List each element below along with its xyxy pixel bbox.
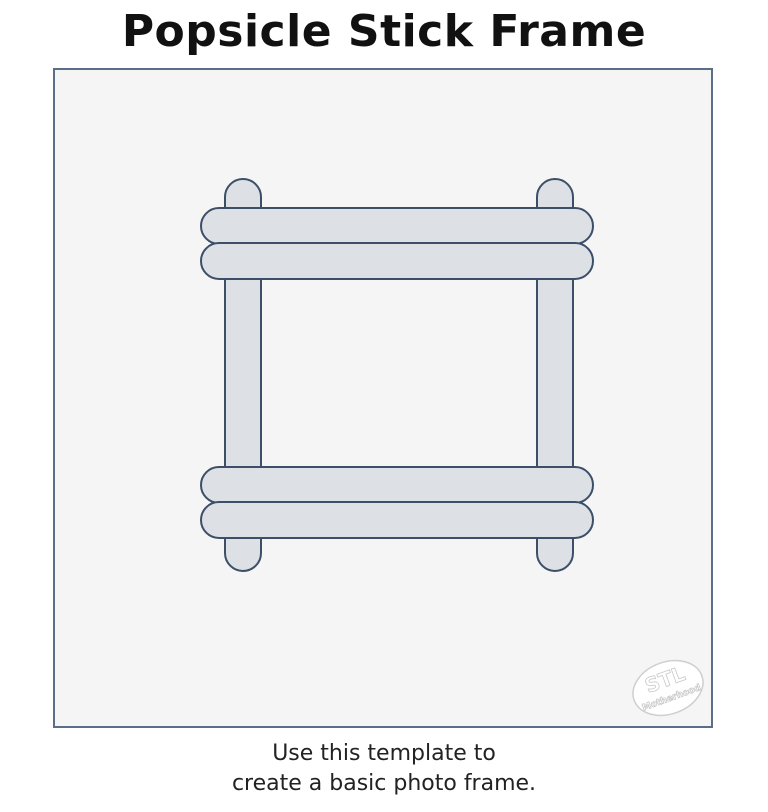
page-title: Popsicle Stick Frame bbox=[121, 6, 647, 57]
horizontal-stick-bottom-1 bbox=[200, 466, 594, 504]
horizontal-stick-top-2 bbox=[200, 242, 594, 280]
horizontal-stick-top-1 bbox=[200, 207, 594, 245]
horizontal-stick-bottom-2 bbox=[200, 501, 594, 539]
caption-line-2: create a basic photo frame. bbox=[231, 771, 537, 796]
stl-motherhood-logo: STL Motherhood bbox=[632, 659, 704, 717]
template-panel bbox=[53, 68, 713, 728]
caption-line-1: Use this template to bbox=[272, 741, 496, 766]
